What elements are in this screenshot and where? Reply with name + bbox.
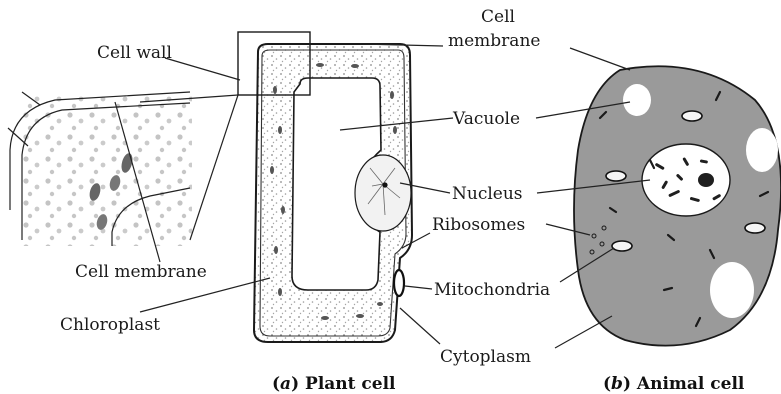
mitochondria-leader xyxy=(405,286,432,289)
label-cell-membrane-line1: Cell xyxy=(481,7,515,27)
label-cell-membrane-inset: Cell membrane xyxy=(75,262,207,282)
label-nucleus: Nucleus xyxy=(452,184,523,204)
cytoplasm-leader xyxy=(400,308,440,344)
caption-plant-cell: (a) Plant cell xyxy=(272,374,396,394)
zoom-inset xyxy=(8,58,240,262)
inset-cytoplasm xyxy=(22,96,192,246)
label-cell-wall: Cell wall xyxy=(97,43,172,63)
label-cell-membrane-line2: membrane xyxy=(448,31,540,51)
cell-membrane-animal-leader xyxy=(570,48,630,70)
caption-animal-cell: (b) Animal cell xyxy=(603,374,745,394)
animal-cell xyxy=(574,66,781,345)
animal-nucleus xyxy=(642,144,730,216)
label-ribosomes: Ribosomes xyxy=(432,215,525,235)
caption-animal-letter: b xyxy=(611,374,623,394)
caption-animal-text: Animal cell xyxy=(636,374,745,394)
label-chloroplast: Chloroplast xyxy=(60,315,160,335)
animal-vacuole xyxy=(710,262,754,318)
label-vacuole: Vacuole xyxy=(452,109,520,129)
nucleolus xyxy=(382,182,387,187)
plant-mitochondrion xyxy=(394,270,404,296)
plant-nucleus xyxy=(355,155,411,231)
animal-vacuole xyxy=(623,84,651,116)
label-mitochondria: Mitochondria xyxy=(434,280,550,300)
label-cytoplasm: Cytoplasm xyxy=(440,347,531,367)
chloroplast-leader xyxy=(140,278,270,312)
zoom-connector-bottom xyxy=(190,95,238,240)
caption-plant-letter: a xyxy=(280,374,291,394)
cytoplasm-animal-leader xyxy=(555,316,612,348)
cell-wall-leader xyxy=(165,58,240,80)
caption-plant-text: Plant cell xyxy=(305,374,396,394)
animal-vacuole xyxy=(746,128,778,172)
